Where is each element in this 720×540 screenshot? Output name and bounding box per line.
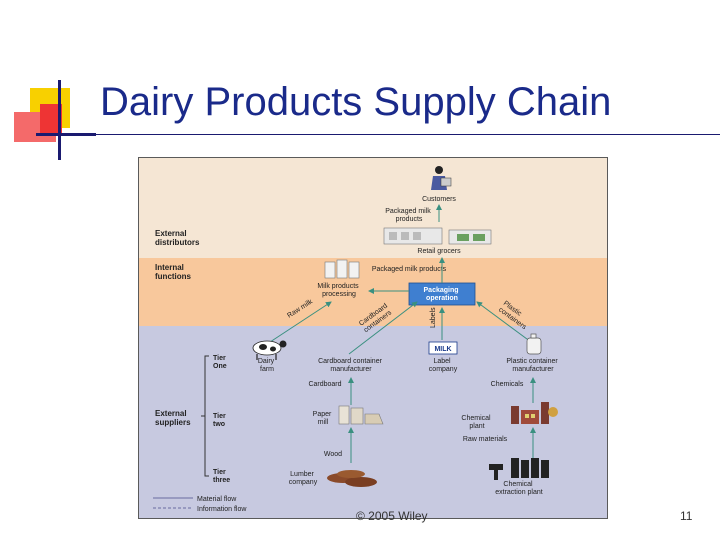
node-retail-grocers: Retail grocers (417, 248, 461, 255)
milk-label-text: MILK (434, 346, 451, 353)
node-label-company: Label company (429, 358, 458, 373)
logs-icon (327, 470, 377, 487)
deco-vertical-line (58, 80, 61, 160)
retail-grocers-icon (383, 227, 492, 245)
band-external-distributors (139, 158, 607, 258)
node-packaged-milk-top: Packaged milk products (385, 208, 432, 223)
slide-footer: © 2005 Wiley (356, 509, 428, 523)
milk-label-icon (428, 341, 458, 355)
deco-accent-line (36, 133, 96, 136)
label-tier-one: Tier One (213, 355, 228, 370)
node-packaged-milk-mid: Packaged milk products (372, 266, 447, 273)
arrow-raw-milk (266, 301, 332, 345)
node-packaging-operation: Packaging operation (424, 287, 461, 302)
supply-chain-diagram: External distributors Internal functions… (139, 158, 607, 518)
plastic-jug-icon (526, 333, 542, 355)
legend-information-flow: Information flow (197, 506, 247, 513)
arrow-plastic-containers (476, 301, 532, 343)
customers-icon (431, 166, 452, 190)
node-cardboard: Cardboard (308, 381, 341, 388)
node-dairy-farm: Dairy farm (258, 358, 276, 373)
node-paper-mill: Paper mill (313, 411, 334, 426)
extraction-plant-icon (489, 458, 549, 480)
node-cardboard-manufacturer: Cardboard container manufacturer (318, 358, 384, 373)
label-internal-functions: Internal functions (155, 263, 192, 281)
milk-cartons-icon (324, 259, 360, 279)
deco-red-square-inner (40, 104, 62, 136)
label-external-distributors: External distributors (155, 229, 200, 247)
arrow-cardboard-containers (348, 301, 418, 355)
flow-labels: Labels (430, 307, 437, 328)
node-customers: Customers (422, 196, 456, 203)
paper-mill-icon (338, 405, 384, 425)
cow-icon (252, 340, 287, 360)
node-lumber-company: Lumber company (289, 471, 318, 486)
label-tier-three: Tier three (213, 469, 230, 484)
node-raw-materials: Raw materials (463, 436, 508, 443)
legend-material-flow: Material flow (197, 496, 237, 503)
slide-title: Dairy Products Supply Chain (100, 80, 612, 124)
label-tier-two: Tier two (213, 413, 228, 428)
node-chemical-plant: Chemical plant (461, 415, 492, 430)
node-wood: Wood (324, 451, 342, 458)
node-plastic-manufacturer: Plastic container manufacturer (506, 358, 559, 373)
node-chemical-extraction-plant: Chemical extraction plant (495, 481, 543, 496)
label-external-suppliers: External suppliers (155, 409, 191, 427)
node-milk-processing: Milk products processing (317, 283, 360, 298)
chemical-plant-icon (511, 402, 558, 424)
supply-chain-figure: External distributors Internal functions… (138, 157, 608, 519)
page-number: 11 (680, 509, 693, 523)
deco-horizontal-line (36, 134, 720, 135)
node-chemicals: Chemicals (491, 381, 524, 388)
